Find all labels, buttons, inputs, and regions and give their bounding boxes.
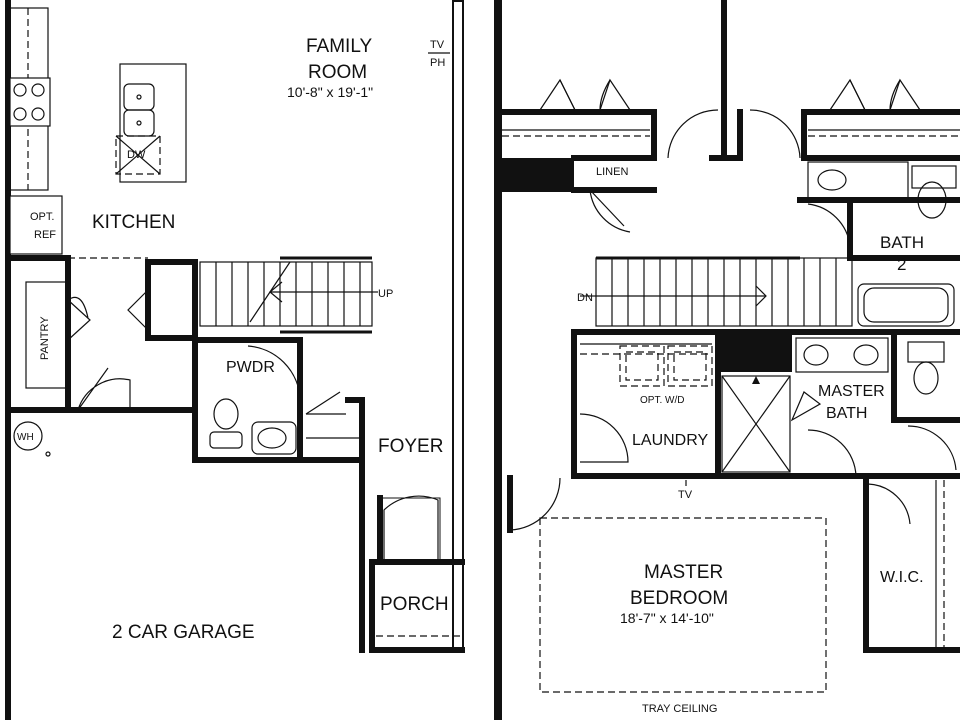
master-bedroom-size: 18'-7" x 14'-10"	[620, 610, 714, 626]
pantry-label: PANTRY	[39, 316, 51, 360]
family-room-label-2: ROOM	[308, 62, 367, 83]
wh-label: WH	[17, 432, 34, 443]
master-toilet-icon	[913, 361, 939, 395]
master-bath-label-2: BATH	[826, 405, 867, 422]
family-room-size: 10'-8" x 19'-1"	[287, 84, 373, 100]
dw-label: DW	[127, 149, 146, 161]
opt-ref-label-2: REF	[34, 229, 56, 241]
kitchen-label: KITCHEN	[92, 212, 175, 233]
stairs-up	[199, 261, 373, 327]
laundry-label: LAUNDRY	[632, 432, 709, 449]
opt-washer	[619, 345, 665, 387]
water-heater-icon	[13, 421, 43, 451]
pwdr-label: PWDR	[226, 359, 275, 376]
garage-label: 2 CAR GARAGE	[112, 622, 255, 643]
family-room-label-1: FAMILY	[306, 36, 372, 57]
wall-center-right	[494, 0, 502, 720]
master-sink-2-icon	[853, 344, 879, 366]
first-floor: DW OPT. REF PANTRY WH UP PWDR	[5, 0, 465, 720]
opt-ref-label-1: OPT.	[30, 211, 54, 223]
bath2-label-2: 2	[897, 255, 906, 274]
wic-label: W.I.C.	[880, 569, 924, 586]
up-label: UP	[378, 288, 393, 300]
bath2-sink-icon	[817, 169, 847, 191]
second-floor: LINEN BATH 2 DN	[494, 0, 960, 720]
opt-wd-label: OPT. W/D	[640, 395, 684, 406]
bathtub-icon	[857, 283, 955, 327]
dishwasher	[115, 135, 161, 175]
tray-ceiling-label: TRAY CEILING	[642, 703, 717, 715]
foyer-label: FOYER	[378, 436, 443, 457]
sink-icon	[123, 83, 155, 111]
master-bath-label-1: MASTER	[818, 383, 885, 400]
kitchen-island	[119, 63, 187, 183]
bath2-toilet-icon	[917, 181, 947, 219]
master-sink-1-icon	[803, 344, 829, 366]
bath2-label-1: BATH	[880, 233, 924, 252]
pwdr-sink-icon	[251, 421, 297, 455]
tv-top-label: TV	[430, 39, 445, 51]
toilet-icon	[213, 398, 239, 430]
master-bedroom-label-1: MASTER	[644, 562, 723, 583]
dn-label: DN	[577, 292, 593, 304]
opt-dryer	[667, 345, 713, 387]
cooktop	[9, 77, 51, 127]
master-bedroom-label-2: BEDROOM	[630, 588, 728, 609]
opt-ref	[9, 195, 63, 255]
tv-bed-label: TV	[678, 489, 693, 501]
linen-label: LINEN	[596, 166, 628, 178]
pantry-shelf	[25, 281, 69, 389]
ph-top-label: PH	[430, 57, 445, 69]
tray-ceiling-outline	[539, 517, 827, 693]
porch-label: PORCH	[380, 594, 449, 615]
